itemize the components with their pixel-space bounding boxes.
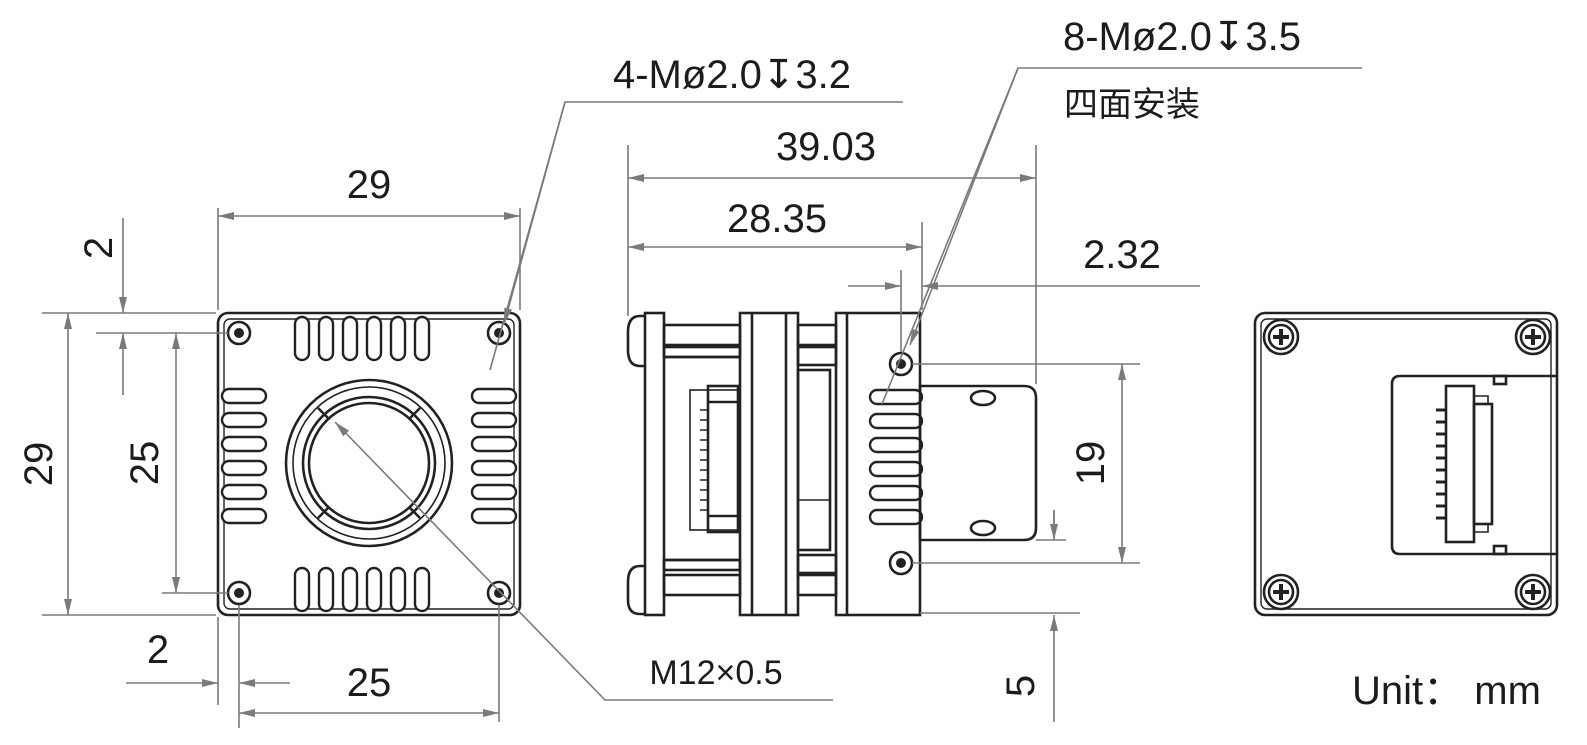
front-bottom-fins (293, 566, 431, 613)
rear-connector-icon (1436, 384, 1494, 544)
front-top-fins (293, 315, 431, 362)
front-mounting-hole-icon (226, 320, 512, 606)
label-front-holes: 4-Mø2.0↧3.2 (613, 53, 851, 97)
front-right-fins (470, 387, 518, 525)
side-connector-icon (700, 384, 740, 534)
front-left-fins (220, 387, 268, 525)
rear-screw-icon (1262, 318, 1552, 611)
front-view: 29 29 25 2 2 25 4-Mø2.0↧3.2 M12×0.5 (17, 53, 903, 728)
dim-side-body-length: 28.35 (727, 197, 827, 241)
side-fins (868, 388, 924, 526)
dim-side-hole-spacing: 19 (1069, 441, 1113, 486)
dim-front-width: 29 (347, 163, 392, 207)
rear-housing (1253, 311, 1559, 617)
dim-hole-spacing-horizontal: 25 (347, 661, 392, 705)
lens-mount-icon (284, 378, 454, 548)
dim-hole-spacing-vertical: 25 (123, 441, 167, 486)
side-view: 39.03 28.35 2.32 19 5 8-Mø2.0↧3.5 四面安装 (626, 15, 1362, 722)
dim-side-total-length: 39.03 (776, 125, 876, 169)
side-front-plate (643, 311, 666, 617)
unit-label: Unit： mm (1352, 669, 1541, 713)
rear-view (1253, 311, 1559, 617)
side-rear-connector (918, 384, 1038, 542)
dim-hole-offset-top: 2 (77, 237, 121, 259)
rear-connector-plate (1390, 374, 1557, 556)
label-side-holes-note: 四面安装 (1064, 86, 1200, 124)
dim-side-connector-offset: 5 (999, 675, 1043, 697)
side-middle-block (738, 311, 800, 617)
front-housing (216, 311, 522, 617)
label-side-holes: 8-Mø2.0↧3.5 (1063, 15, 1301, 59)
dim-hole-offset-left: 2 (147, 628, 169, 672)
dim-front-height: 29 (17, 442, 61, 487)
label-lens-mount: M12×0.5 (649, 654, 782, 692)
dim-side-hole-offset: 2.32 (1083, 233, 1161, 277)
